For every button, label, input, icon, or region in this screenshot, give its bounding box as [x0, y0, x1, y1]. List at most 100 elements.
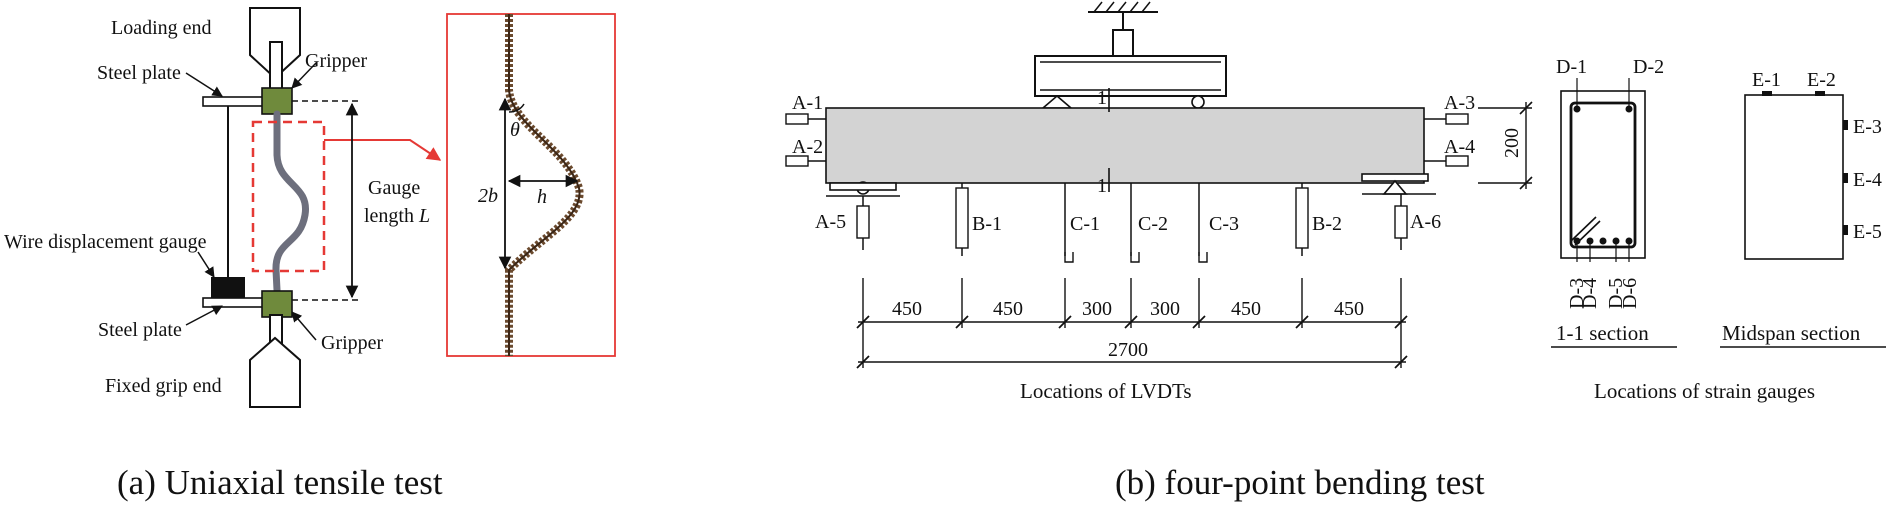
gauge-e1 [1762, 91, 1772, 96]
label-e2: E-2 [1807, 69, 1836, 91]
lvdt-a5 [856, 196, 870, 250]
span-5: 450 [1231, 298, 1261, 320]
gripper-bottom [261, 290, 293, 318]
theta-arc [508, 103, 525, 113]
title-strain: Locations of strain gauges [1594, 379, 1815, 403]
lvdt-a1 [785, 113, 826, 125]
lvdt-a6 [1394, 194, 1408, 250]
label-d1: D-1 [1556, 56, 1587, 78]
leader-gripper-top [291, 62, 317, 89]
label-beam-height: 200 [1501, 128, 1523, 158]
panel-a: Loading end Steel plate Gripper Gauge le… [4, 7, 616, 502]
leader-steel-plate-bottom [185, 305, 223, 326]
span-total: 2700 [1108, 339, 1148, 361]
stirrup-hook-2 [1574, 220, 1601, 246]
lvdt-a4 [1424, 155, 1469, 167]
label-d2: D-2 [1633, 56, 1664, 78]
section-mark-bottom: 1 [1097, 175, 1107, 197]
steel-plate-top [202, 96, 266, 107]
label-d4: D-4 [1579, 278, 1601, 309]
section-bar-mid [1599, 237, 1607, 245]
span-4: 300 [1150, 298, 1180, 320]
caption-a: (a) Uniaxial tensile test [117, 463, 443, 502]
wire-gauge-box [211, 277, 245, 299]
midspan-outline [1744, 94, 1844, 260]
label-c1: C-1 [1070, 213, 1100, 235]
label-e4: E-4 [1853, 169, 1882, 191]
detail-box [446, 13, 616, 357]
label-a1: A-1 [792, 92, 823, 114]
gripper-top [261, 87, 293, 115]
label-c2: C-2 [1138, 213, 1168, 235]
gauge-region-box [251, 120, 326, 273]
steel-plate-bottom [202, 297, 266, 308]
beam [825, 107, 1425, 184]
leader-steel-plate-top [185, 72, 223, 97]
load-point-right [1191, 95, 1205, 109]
span-1: 450 [892, 298, 922, 320]
label-a2: A-2 [792, 136, 823, 158]
lvdt-c3 [1198, 183, 1208, 263]
section-mark-top: 1 [1097, 87, 1107, 109]
caption-b: (b) four-point bending test [1115, 463, 1485, 502]
load-point-left [1040, 94, 1074, 109]
tendon [272, 110, 309, 294]
lvdt-a3 [1424, 113, 1469, 125]
gauge-e5 [1843, 225, 1848, 235]
label-e3: E-3 [1853, 116, 1882, 138]
span-6: 450 [1334, 298, 1364, 320]
lvdt-c1 [1064, 183, 1074, 263]
label-a3: A-3 [1444, 92, 1475, 114]
height-tick-top [1519, 101, 1533, 115]
label-e5: E-5 [1853, 221, 1882, 243]
panel-b: 1 1 200 [785, 1, 1886, 502]
label-gripper-top: Gripper [305, 50, 368, 72]
gauge-e4 [1843, 173, 1848, 183]
support-left-plate [829, 182, 897, 191]
label-e1: E-1 [1752, 69, 1781, 91]
label-fixed-grip-end: Fixed grip end [105, 375, 222, 397]
fixed-grip-jaw [249, 336, 301, 408]
label-c3: C-3 [1209, 213, 1239, 235]
label-gauge-length-var: L [418, 205, 430, 227]
label-a6: A-6 [1410, 211, 1441, 233]
lvdt-b2 [1295, 183, 1309, 256]
title-section-1: 1-1 section [1556, 321, 1649, 345]
leader-gripper-bottom [291, 311, 317, 341]
label-2b: 2b [478, 185, 498, 207]
label-steel-plate-top: Steel plate [97, 62, 181, 84]
label-a5: A-5 [815, 211, 846, 233]
label-gripper-bottom: Gripper [321, 332, 384, 354]
height-tick-bottom [1519, 176, 1533, 190]
section-1-stirrup [1569, 101, 1637, 249]
label-gauge-length-word: length [364, 205, 414, 227]
label-h: h [537, 186, 547, 208]
span-3: 300 [1082, 298, 1112, 320]
label-steel-plate-bottom: Steel plate [98, 319, 182, 341]
detail-rebar-core [508, 14, 581, 356]
gauge-e3 [1843, 120, 1848, 130]
label-gauge-line2: length L [364, 205, 430, 227]
label-b1: B-1 [972, 213, 1002, 235]
label-gauge-line1: Gauge [368, 177, 420, 199]
label-wire-gauge: Wire displacement gauge [4, 231, 207, 253]
gauge-e2 [1815, 91, 1825, 96]
title-lvdt: Locations of LVDTs [1020, 379, 1192, 403]
label-theta: θ [510, 119, 520, 141]
section-1-outline [1560, 90, 1646, 259]
span-dimension-lines [856, 278, 1408, 369]
stirrup-hook-1 [1570, 216, 1597, 242]
zoom-arrow [324, 139, 442, 161]
label-a4: A-4 [1444, 136, 1475, 158]
label-d5: D-5 [1605, 278, 1627, 309]
lvdt-c2 [1130, 183, 1140, 263]
label-d6: D-6 [1619, 278, 1641, 309]
title-midspan: Midspan section [1722, 321, 1861, 345]
span-2: 450 [993, 298, 1023, 320]
leader-wire-gauge [197, 251, 215, 278]
load-support-hatch [1093, 1, 1151, 13]
label-b2: B-2 [1312, 213, 1342, 235]
lvdt-b1 [955, 183, 969, 256]
load-cell [1112, 29, 1134, 57]
